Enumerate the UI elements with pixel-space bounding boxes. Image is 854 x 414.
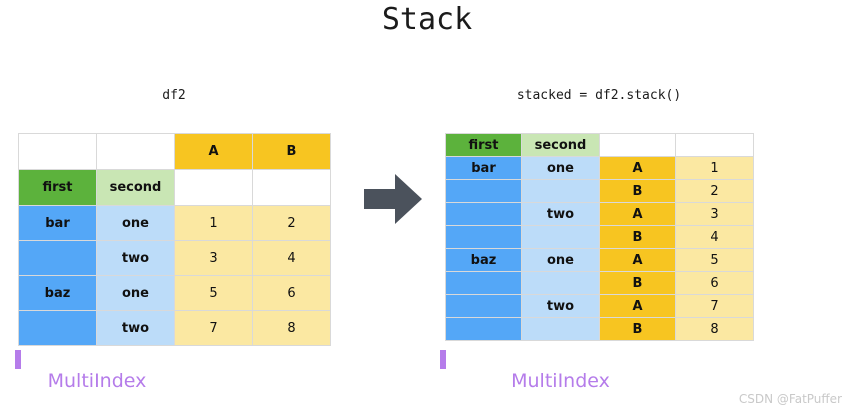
multiindex-label-right: MultiIndex: [511, 370, 610, 392]
left-table-caption: df2: [162, 88, 186, 103]
table-cell: B: [599, 271, 676, 295]
table-cell: [18, 133, 97, 170]
table-cell: 2: [675, 179, 754, 203]
table-cell: 2: [252, 205, 331, 241]
table-cell: second: [96, 169, 175, 206]
table-cell: [174, 169, 253, 206]
right-table-caption: stacked = df2.stack(): [516, 88, 682, 103]
table-cell: 8: [252, 310, 331, 346]
multiindex-label-left: MultiIndex: [47, 370, 147, 392]
table-cell: [252, 169, 331, 206]
table-cell: B: [599, 317, 676, 341]
table-cell: A: [599, 156, 676, 180]
bracket-cap-right: [15, 350, 18, 369]
table-cell: A: [174, 133, 253, 170]
table-cell: [521, 179, 600, 203]
table-cell: [521, 317, 600, 341]
bracket-cap-left: [18, 350, 21, 369]
table-cell: 7: [174, 310, 253, 346]
table-cell: 6: [675, 271, 754, 295]
table-cell: 1: [675, 156, 754, 180]
table-cell: one: [521, 156, 600, 180]
table-cell: [599, 133, 676, 157]
table-cell: [521, 271, 600, 295]
table-cell: B: [599, 225, 676, 249]
right-arrow-icon: [364, 174, 422, 224]
table-cell: [445, 317, 522, 341]
table-cell: baz: [445, 248, 522, 272]
table-cell: [96, 133, 175, 170]
table-cell: 5: [174, 275, 253, 311]
table-cell: first: [18, 169, 97, 206]
table-cell: B: [599, 179, 676, 203]
table-cell: [521, 225, 600, 249]
table-cell: [18, 240, 97, 276]
bracket-cap-left: [443, 350, 446, 369]
table-cell: two: [96, 310, 175, 346]
table-cell: 3: [675, 202, 754, 226]
table-cell: one: [96, 205, 175, 241]
table-cell: one: [96, 275, 175, 311]
table-cell: [445, 202, 522, 226]
table-cell: [445, 179, 522, 203]
table-cell: bar: [445, 156, 522, 180]
table-cell: bar: [18, 205, 97, 241]
table-cell: [18, 310, 97, 346]
table-cell: [445, 271, 522, 295]
bracket-cap-right: [440, 350, 443, 369]
table-cell: two: [521, 294, 600, 318]
table-cell: B: [252, 133, 331, 170]
table-cell: [675, 133, 754, 157]
table-cell: 4: [675, 225, 754, 249]
table-cell: two: [96, 240, 175, 276]
table-cell: one: [521, 248, 600, 272]
table-cell: 8: [675, 317, 754, 341]
table-cell: 3: [174, 240, 253, 276]
table-cell: A: [599, 202, 676, 226]
table-cell: [445, 294, 522, 318]
page-title: Stack: [381, 2, 473, 37]
table-cell: [445, 225, 522, 249]
table-cell: 6: [252, 275, 331, 311]
table-cell: baz: [18, 275, 97, 311]
table-cell: first: [445, 133, 522, 157]
table-cell: 4: [252, 240, 331, 276]
table-cell: two: [521, 202, 600, 226]
table-cell: 1: [174, 205, 253, 241]
watermark: CSDN @FatPuffer: [738, 392, 842, 406]
table-cell: A: [599, 294, 676, 318]
table-cell: 5: [675, 248, 754, 272]
table-cell: 7: [675, 294, 754, 318]
table-cell: second: [521, 133, 600, 157]
table-cell: A: [599, 248, 676, 272]
